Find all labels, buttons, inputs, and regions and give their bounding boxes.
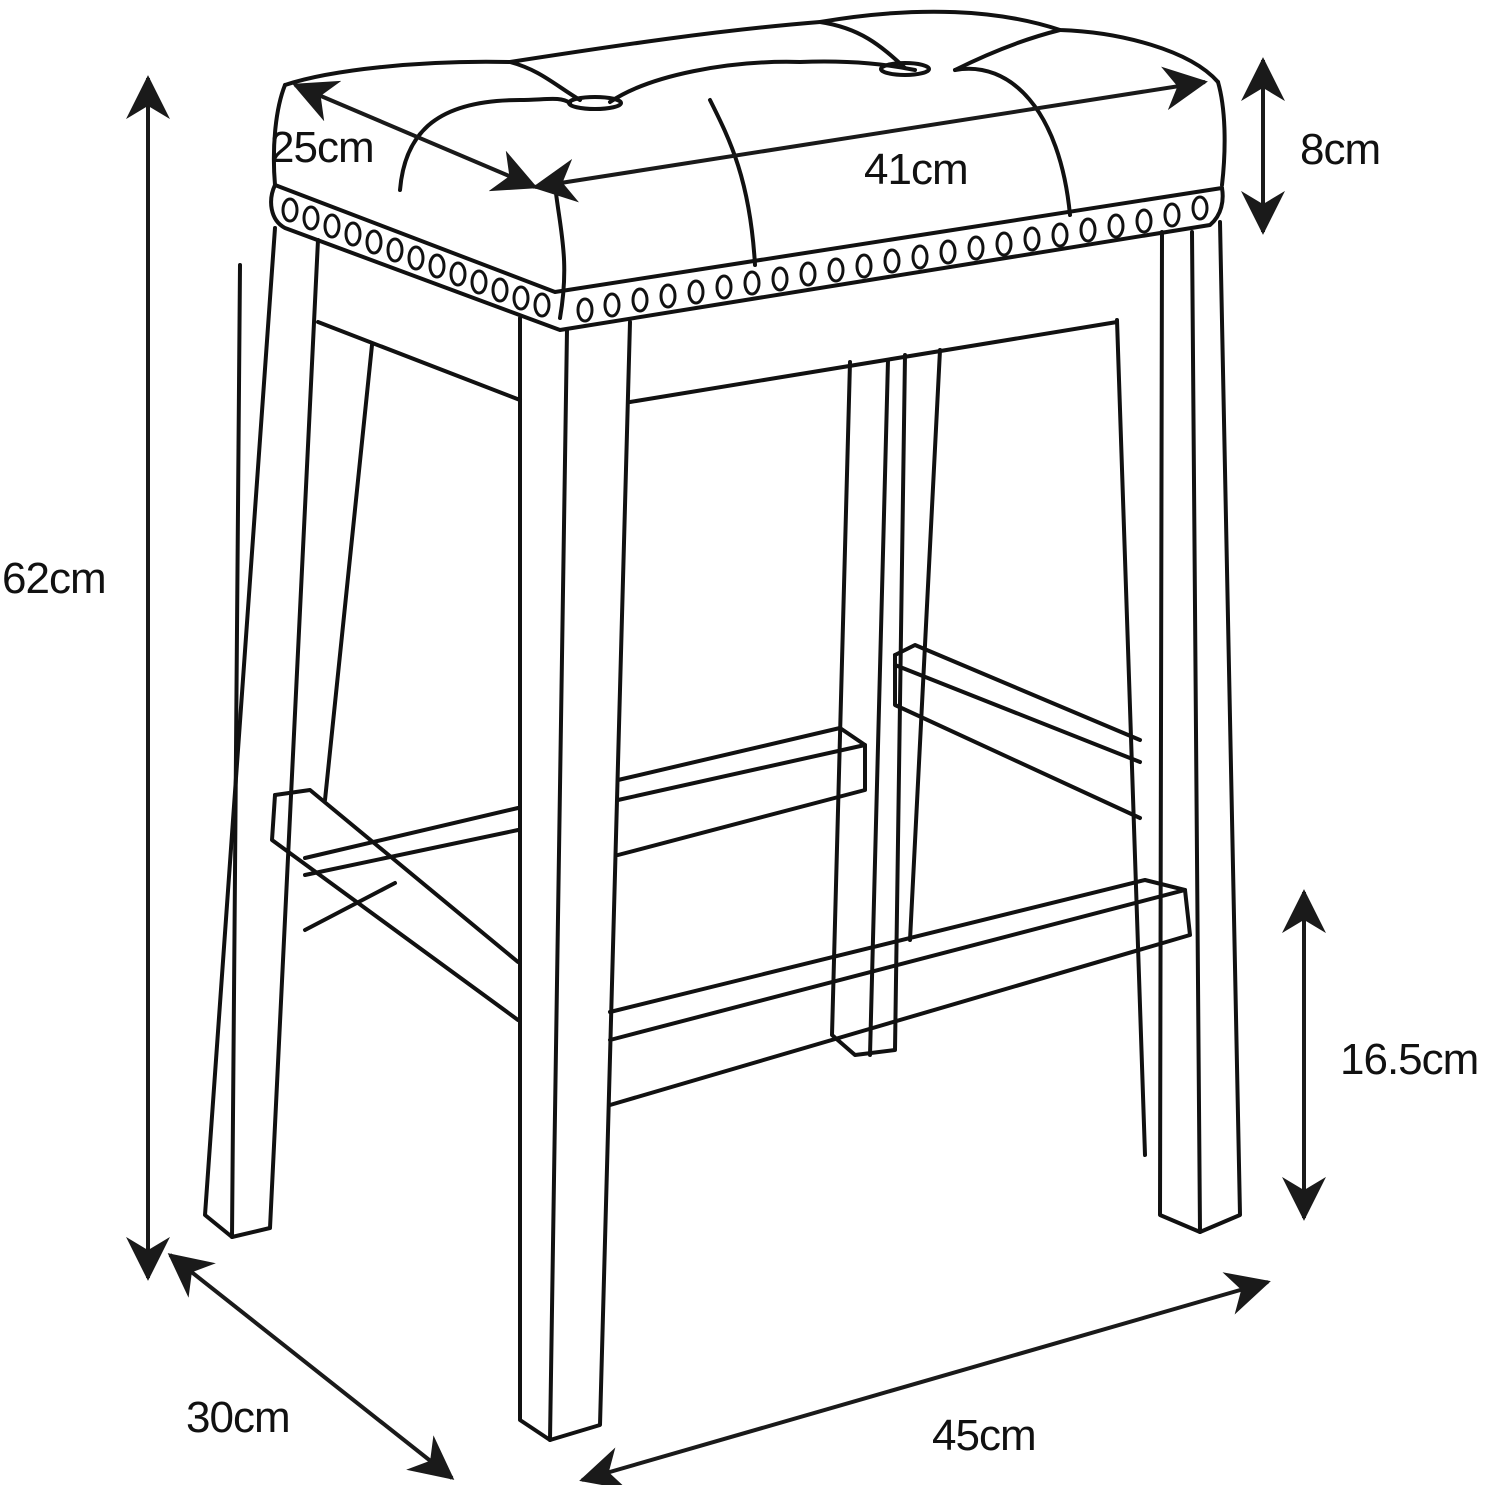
cushion-height-label: 8cm: [1300, 125, 1381, 174]
seat-depth-arrow: [292, 80, 538, 192]
base-depth-arrow: [167, 1253, 455, 1480]
base-width-arrow: [579, 1272, 1271, 1485]
seat-width-arrow: [532, 66, 1208, 203]
apron-rails: [316, 320, 1119, 802]
footrest-stretchers: [270, 643, 1192, 1107]
total-height-label: 62cm: [2, 554, 107, 603]
footrest-height-label: 16.5cm: [1340, 1035, 1479, 1084]
base-depth-label: 30cm: [186, 1393, 291, 1442]
nailhead-trim-band: [269, 183, 1225, 332]
seat-width-label: 41cm: [864, 145, 969, 194]
dimension-arrows: [126, 57, 1326, 1485]
base-width-label: 45cm: [932, 1411, 1037, 1460]
legs: [203, 220, 1242, 1442]
seat-depth-label: 25cm: [270, 123, 375, 172]
